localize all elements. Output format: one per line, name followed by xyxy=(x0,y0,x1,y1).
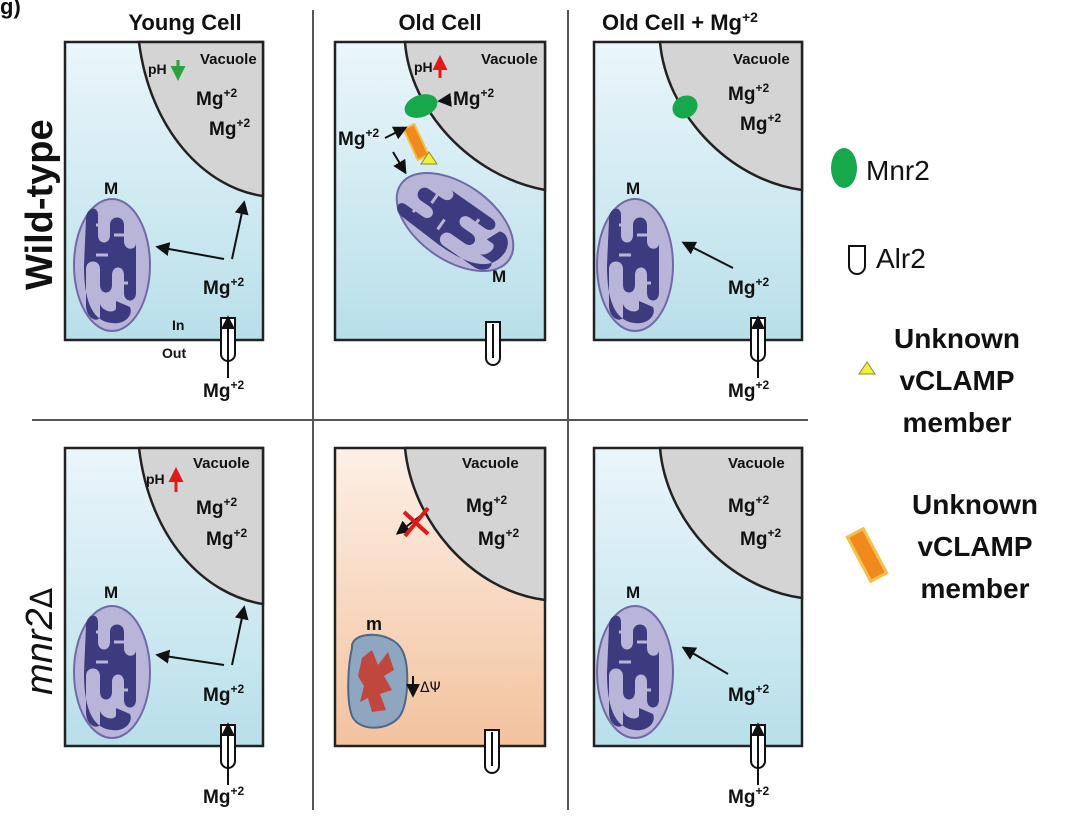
column-header-old-cell: Old Cell xyxy=(398,10,481,35)
legend-mnr2-swatch xyxy=(831,148,857,188)
cytosol-mg: Mg+2 xyxy=(203,682,244,706)
external-mg: Mg+2 xyxy=(203,378,244,402)
vacuole-label: Vacuole xyxy=(481,51,538,68)
damaged-mitochondrion xyxy=(347,633,409,729)
vacuole xyxy=(658,446,804,600)
block-cross xyxy=(402,506,430,538)
mitochondrion xyxy=(72,197,152,333)
cytosol-mg: Mg+2 xyxy=(203,275,244,299)
in-label: In xyxy=(172,317,184,333)
vacuole-label: Vacuole xyxy=(193,455,250,472)
vacuole xyxy=(137,40,265,198)
arrow-to-mito xyxy=(681,241,734,269)
cytosol-mg: Mg+2 xyxy=(728,682,769,706)
legend-orange-swatch xyxy=(845,526,889,584)
vacuole-mg: Mg+2 xyxy=(196,495,237,519)
vacuole-label: Vacuole xyxy=(733,51,790,68)
cell-panel-young-mnr2: Vacuole pH Mg+2 Mg+2 M Mg+2 Mg+2 xyxy=(63,446,265,808)
vacuole xyxy=(403,446,547,602)
vacuole xyxy=(403,40,547,192)
cell-panel-old-wild-type: Vacuole pH Mg+2 Mg+2 M xyxy=(333,40,547,366)
mito-label: M xyxy=(492,267,506,286)
arrow-to-mito xyxy=(155,242,225,260)
arrow-to-mito xyxy=(681,646,729,675)
cytosol-mg: Mg+2 xyxy=(338,126,379,150)
legend-member-1: member xyxy=(903,407,1012,438)
alr2-channel xyxy=(484,729,500,774)
ph-label: pH xyxy=(146,471,165,487)
mitochondrion xyxy=(72,604,152,740)
mito-label: M xyxy=(626,583,640,602)
legend-unknown-1: Unknown xyxy=(894,323,1020,354)
vacuole-mg: Mg+2 xyxy=(453,86,494,110)
external-mg: Mg+2 xyxy=(203,784,244,808)
mnr2-transporter xyxy=(404,94,438,118)
arrow-to-vacuole xyxy=(231,605,249,666)
arrow-to-mito xyxy=(155,649,225,666)
mito-label: M xyxy=(104,179,118,198)
vacuole-mg: Mg+2 xyxy=(196,86,237,110)
arrow-into-mnr2 xyxy=(437,92,452,107)
vacuole-mg: Mg+2 xyxy=(740,526,781,550)
vclamp-yellow xyxy=(420,151,438,165)
mitochondrion xyxy=(595,197,675,333)
cell-panel-old-mg-wild-type: Vacuole Mg+2 Mg+2 M Mg+2 Mg+2 xyxy=(592,40,804,402)
vacuole-mg: Mg+2 xyxy=(466,493,507,517)
arrow-to-vacuole xyxy=(231,200,249,260)
mitochondrion xyxy=(595,604,675,740)
cell-panel-old-mnr2: Vacuole Mg+2 Mg+2 m ΔΨ xyxy=(333,446,547,774)
row-label-wild-type: Wild-type xyxy=(19,119,61,290)
mito-label: M xyxy=(104,583,118,602)
cell-panel-young-wild-type: Vacuole pH Mg+2 Mg+2 M Mg+2 In Out Mg+2 xyxy=(63,40,265,402)
mnr2-transporter xyxy=(672,95,698,119)
external-mg: Mg+2 xyxy=(728,784,769,808)
mito-label: M xyxy=(626,179,640,198)
legend-mnr2-label: Mnr2 xyxy=(866,155,930,186)
arrow-to-mito xyxy=(392,151,407,175)
damaged-mito-label: m xyxy=(366,614,382,634)
out-label: Out xyxy=(162,345,186,361)
vclamp-orange xyxy=(402,122,430,162)
vacuole-mg: Mg+2 xyxy=(728,81,769,105)
external-mg: Mg+2 xyxy=(728,378,769,402)
legend-alr2-label: Alr2 xyxy=(876,243,926,274)
cell-panel-old-mg-mnr2: Vacuole Mg+2 Mg+2 M Mg+2 Mg+2 xyxy=(592,446,804,808)
legend: Mnr2 Alr2 Unknown vCLAMP member Unknown … xyxy=(831,148,1038,604)
vacuole-mg: Mg+2 xyxy=(478,526,519,550)
row-label-mnr2-delta: mnr2Δ xyxy=(19,587,61,695)
legend-yellow-swatch xyxy=(858,361,876,375)
vacuole-mg: Mg+2 xyxy=(728,493,769,517)
column-header-old-cell-mg: Old Cell + Mg+2 xyxy=(602,9,758,35)
vacuole xyxy=(137,446,265,606)
vacuole-label: Vacuole xyxy=(728,455,785,472)
column-header-young-cell: Young Cell xyxy=(128,10,241,35)
vacuole-mg: Mg+2 xyxy=(740,111,781,135)
delta-psi-label: ΔΨ xyxy=(420,680,441,696)
vacuole xyxy=(658,40,804,192)
legend-alr2-swatch xyxy=(848,245,866,275)
cytosol-mg: Mg+2 xyxy=(728,275,769,299)
ph-label: pH xyxy=(414,59,433,75)
legend-vclamp-2: vCLAMP xyxy=(917,531,1032,562)
vacuole-mg: Mg+2 xyxy=(209,116,250,140)
legend-unknown-2: Unknown xyxy=(912,489,1038,520)
alr2-channel xyxy=(485,321,501,366)
vacuole-label: Vacuole xyxy=(462,455,519,472)
ph-label: pH xyxy=(148,61,167,77)
vacuole-label: Vacuole xyxy=(200,51,257,68)
vacuole-mg: Mg+2 xyxy=(206,526,247,550)
arrow-to-vclamp xyxy=(384,126,408,140)
panel-letter: g) xyxy=(0,0,21,19)
legend-member-2: member xyxy=(921,573,1030,604)
legend-vclamp-1: vCLAMP xyxy=(899,365,1014,396)
